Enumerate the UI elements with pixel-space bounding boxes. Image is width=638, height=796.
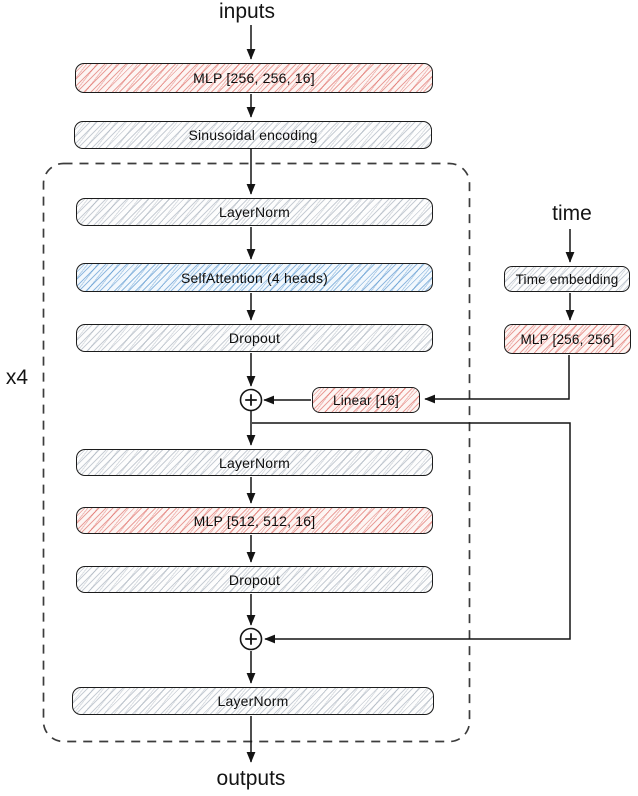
node-layernorm-2: LayerNorm — [76, 449, 433, 476]
node-time-embedding: Time embedding — [504, 266, 630, 292]
node-sinusoidal-encoding: Sinusoidal encoding — [74, 121, 432, 149]
node-layernorm-1: LayerNorm — [76, 198, 433, 226]
node-layernorm-3: LayerNorm — [72, 687, 434, 715]
arrow-skip-to-add2 — [252, 422, 571, 644]
node-mlp-input: MLP [256, 256, 16] — [75, 63, 433, 93]
node-mlp-mid: MLP [512, 512, 16] — [76, 507, 433, 534]
node-self-attention: SelfAttention (4 heads) — [76, 263, 433, 292]
node-dropout-2: Dropout — [76, 566, 433, 593]
repeat-block-boundary — [42, 162, 471, 743]
residual-add-node-1 — [239, 388, 263, 412]
node-dropout-1: Dropout — [76, 324, 433, 352]
plus-icon — [245, 394, 257, 406]
node-linear-conditioning: Linear [16] — [312, 387, 420, 413]
time-label: time — [552, 202, 592, 225]
repeat-count-label: x4 — [5, 366, 29, 389]
outputs-label: outputs — [216, 767, 286, 790]
node-mlp-time: MLP [256, 256] — [504, 324, 631, 354]
plus-icon — [245, 633, 257, 645]
flow-arrows — [246, 25, 575, 763]
residual-add-node-2 — [239, 627, 263, 651]
arrow-mlp-time-to-linear — [424, 355, 570, 404]
inputs-label: inputs — [218, 0, 276, 23]
